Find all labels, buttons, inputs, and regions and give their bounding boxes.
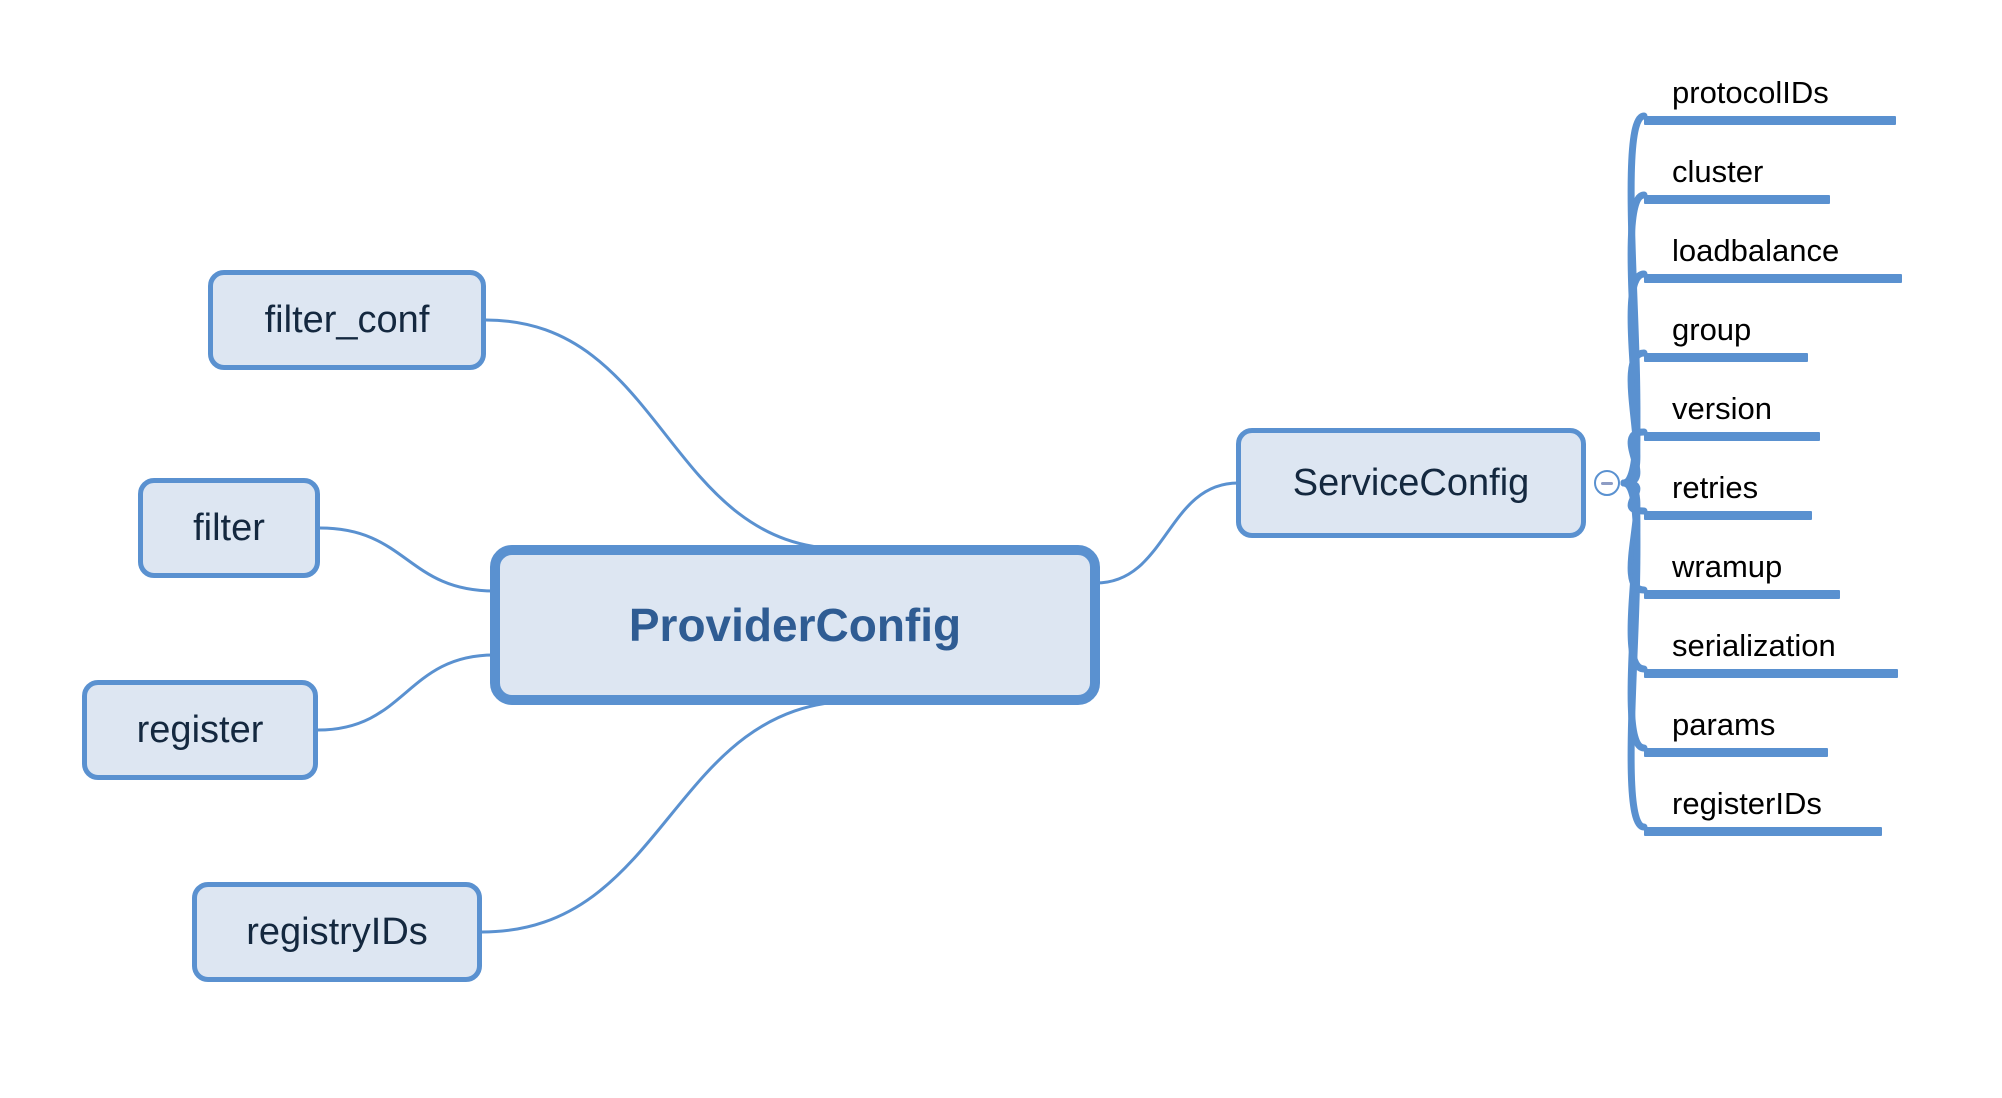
leaf-cluster[interactable]: cluster: [1644, 154, 1830, 204]
leaf-loadbalance-underline: [1644, 274, 1902, 283]
minus-circle-icon[interactable]: [1594, 470, 1620, 496]
node-filter-conf-label: filter_conf: [264, 298, 430, 341]
leaf-registerids[interactable]: registerIDs: [1644, 786, 1882, 836]
leaf-params-label: params: [1672, 707, 1776, 742]
node-register[interactable]: register: [82, 680, 318, 780]
leaf-params-underline: [1644, 748, 1828, 757]
leaf-retries[interactable]: retries: [1644, 470, 1812, 520]
leaf-serialization-label: serialization: [1672, 628, 1836, 663]
leaf-retries-underline: [1644, 511, 1812, 520]
leaf-params[interactable]: params: [1644, 707, 1828, 757]
node-register-label: register: [136, 708, 264, 751]
leaf-group[interactable]: group: [1644, 312, 1808, 362]
leaf-registerids-underline: [1644, 827, 1882, 836]
leaf-version-label: version: [1672, 391, 1772, 426]
node-serviceconfig-label: ServiceConfig: [1292, 461, 1530, 504]
leaf-loadbalance[interactable]: loadbalance: [1644, 233, 1902, 283]
leaf-serialization[interactable]: serialization: [1644, 628, 1898, 678]
leaf-serialization-underline: [1644, 669, 1898, 678]
leaf-version[interactable]: version: [1644, 391, 1820, 441]
node-registryids-label: registryIDs: [246, 910, 428, 953]
node-root-providerconfig[interactable]: ProviderConfig: [490, 545, 1100, 705]
leaf-cluster-underline: [1644, 195, 1830, 204]
leaf-protocolids[interactable]: protocolIDs: [1644, 75, 1896, 125]
leaf-registerids-label: registerIDs: [1672, 786, 1822, 821]
node-filter[interactable]: filter: [138, 478, 320, 578]
leaf-cluster-label: cluster: [1672, 154, 1764, 189]
node-serviceconfig[interactable]: ServiceConfig: [1236, 428, 1586, 538]
leaf-version-underline: [1644, 432, 1820, 441]
leaf-protocolids-underline: [1644, 116, 1896, 125]
node-filter-label: filter: [193, 506, 265, 549]
leaf-group-underline: [1644, 353, 1808, 362]
node-filter-conf[interactable]: filter_conf: [208, 270, 486, 370]
minus-glyph: [1601, 481, 1613, 485]
leaf-wramup-label: wramup: [1672, 549, 1783, 584]
leaf-loadbalance-label: loadbalance: [1672, 233, 1840, 268]
leaf-wramup[interactable]: wramup: [1644, 549, 1840, 599]
node-registryids[interactable]: registryIDs: [192, 882, 482, 982]
leaf-group-label: group: [1672, 312, 1752, 347]
leaf-retries-label: retries: [1672, 470, 1759, 505]
node-root-label: ProviderConfig: [628, 599, 962, 651]
leaf-wramup-underline: [1644, 590, 1840, 599]
leaf-protocolids-label: protocolIDs: [1672, 75, 1829, 110]
